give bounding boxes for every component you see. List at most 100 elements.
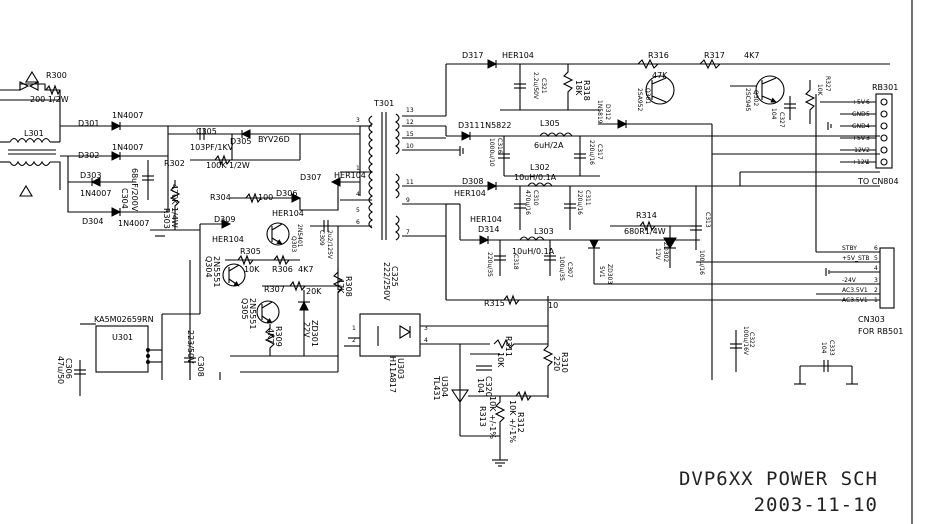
rb301-pin-label: GND bbox=[852, 111, 866, 118]
zd301-label: ZD301 bbox=[310, 320, 319, 347]
rb301-pin-label: -12V bbox=[852, 147, 867, 154]
d311-label: D311 bbox=[458, 121, 479, 130]
pin-numbers: 13 12 15 10 11 9 7 3 1 4 5 6 1 2 3 4 bbox=[352, 107, 428, 344]
l305-label: L305 bbox=[540, 119, 560, 128]
cn303-pin-num: 2 bbox=[874, 287, 878, 294]
zd302-label: ZD302 bbox=[662, 242, 669, 262]
d312-label: D312 bbox=[604, 104, 611, 120]
c333-label: C333 bbox=[828, 340, 835, 356]
q302-label: Q302 bbox=[752, 90, 759, 106]
pin-number: 9 bbox=[406, 197, 410, 204]
u303-label: U303 bbox=[396, 358, 405, 379]
pin-number: 5 bbox=[356, 207, 360, 214]
pin-number: 6 bbox=[356, 219, 360, 226]
c318-value: 220u/35 bbox=[486, 252, 493, 277]
cn303-pin-label: +5V_STB bbox=[842, 255, 870, 262]
d307-value: HER104 bbox=[334, 171, 366, 180]
secondary-outputs bbox=[445, 58, 890, 300]
r315-label: R315 bbox=[484, 299, 505, 308]
c304-value: 68uF/200V bbox=[130, 168, 139, 212]
c322-value: 100u/16V bbox=[742, 326, 749, 356]
d317-value: HER104 bbox=[502, 51, 534, 60]
d305-value: BYV26D bbox=[258, 135, 290, 144]
zd303-label: ZD303 bbox=[606, 264, 613, 284]
cn303-pin-num: 1 bbox=[874, 297, 878, 304]
c305-value: 103PF/1KV bbox=[190, 143, 234, 152]
rb301-pin-num: 1 bbox=[866, 159, 870, 166]
r302-label: R302 bbox=[164, 159, 185, 168]
c310-label: C310 bbox=[532, 190, 539, 206]
c333-value: 104 bbox=[820, 342, 827, 354]
cn303-name: CN303 bbox=[858, 315, 885, 324]
r300-label: R300 bbox=[46, 71, 67, 80]
c309-value: 2u2/125V bbox=[326, 230, 333, 260]
cn303-pin-label: -24V bbox=[842, 277, 857, 284]
primary-snubber bbox=[168, 125, 361, 196]
c311-label: C311 bbox=[584, 190, 591, 206]
r314-value: 680R1/4W bbox=[624, 227, 666, 236]
u304-label: U304 bbox=[440, 376, 449, 397]
q303-transistor bbox=[266, 222, 290, 246]
pin-number: 11 bbox=[406, 179, 414, 186]
c306-value: 47u/50 bbox=[56, 356, 65, 384]
pin-number: 7 bbox=[406, 229, 410, 236]
q305-value: 2N5551 bbox=[248, 298, 257, 329]
cn303-body bbox=[879, 247, 895, 309]
d306-label: D306 bbox=[276, 189, 297, 198]
cn303-pin-num: 6 bbox=[874, 245, 878, 252]
bridge-rectifier bbox=[60, 121, 200, 237]
d303-label: D303 bbox=[80, 171, 101, 180]
pin-number: 4 bbox=[424, 337, 428, 344]
l302-label: L302 bbox=[530, 163, 550, 172]
r327-value: 10K bbox=[816, 84, 823, 97]
u303-value: H11A817 bbox=[388, 356, 397, 393]
cn303-labels: CN303 FOR RB501 STBY 6 +5V_STB 5 4 -24V … bbox=[842, 245, 903, 336]
cn303-pin-label: AC3.5V1 bbox=[842, 287, 868, 294]
zd301-value: 22V bbox=[302, 322, 311, 338]
feedback-section bbox=[344, 124, 880, 467]
pin-number: 12 bbox=[406, 119, 414, 126]
r303-label: R303 bbox=[162, 208, 171, 229]
c313-label: C313 bbox=[704, 212, 711, 228]
r306-value: 4K7 bbox=[298, 265, 313, 274]
d311-value: 1N5822 bbox=[480, 121, 511, 130]
c320-label: C320 bbox=[484, 376, 493, 397]
d307-label: D307 bbox=[300, 173, 321, 182]
pin-number: 4 bbox=[356, 191, 360, 198]
c311-value: 220u/16 bbox=[576, 190, 583, 215]
d302-value: 1N4007 bbox=[112, 143, 143, 152]
r308-value: 47K bbox=[336, 278, 345, 294]
r310-label: R310 bbox=[560, 352, 569, 373]
r307-value: 20K bbox=[306, 287, 322, 296]
r302-value: 100K 1/2W bbox=[206, 161, 250, 170]
schematic-title: DVP6XX POWER SCH bbox=[678, 468, 878, 490]
r313-value: 10K +/-1% bbox=[488, 396, 497, 439]
c316-label: C316 bbox=[496, 138, 503, 154]
c308-label: C308 bbox=[196, 356, 205, 377]
r303-value: 470K 1/4W bbox=[170, 184, 179, 228]
pin-number: 1 bbox=[352, 325, 356, 332]
rb301-pin-num: 5 bbox=[866, 111, 870, 118]
cn303-pin-label: AC3.5V1 bbox=[842, 297, 868, 304]
d304-value: 1N4007 bbox=[118, 219, 149, 228]
c327-label: C327 bbox=[778, 112, 785, 128]
r300-value: 200 1/2W bbox=[30, 95, 69, 104]
pin-number: 3 bbox=[356, 117, 360, 124]
l302-value: 10uH/0.1A bbox=[514, 173, 557, 182]
c321-value: 2.2u/50V bbox=[532, 72, 539, 100]
q303-label: Q303 bbox=[290, 236, 297, 252]
t301-transformer bbox=[340, 112, 464, 241]
r311-label: R311 bbox=[504, 336, 513, 357]
d309-value: HER104 bbox=[212, 235, 244, 244]
rb301-labels: RB301 TO CN804 +5V 6 GND 5 GND 4 +5V 3 -… bbox=[852, 83, 899, 186]
l301-choke bbox=[0, 137, 61, 190]
u301-value: KA5M02659RN bbox=[94, 315, 154, 324]
c317-value: 220u/16 bbox=[588, 140, 595, 165]
r304-label: R304 bbox=[210, 193, 231, 202]
r310-value: 220 bbox=[552, 356, 561, 371]
u304-value: TL431 bbox=[432, 375, 441, 401]
r316-value: 47K bbox=[652, 71, 668, 80]
r306-label: R306 bbox=[272, 265, 293, 274]
r313-label: R313 bbox=[478, 406, 487, 427]
